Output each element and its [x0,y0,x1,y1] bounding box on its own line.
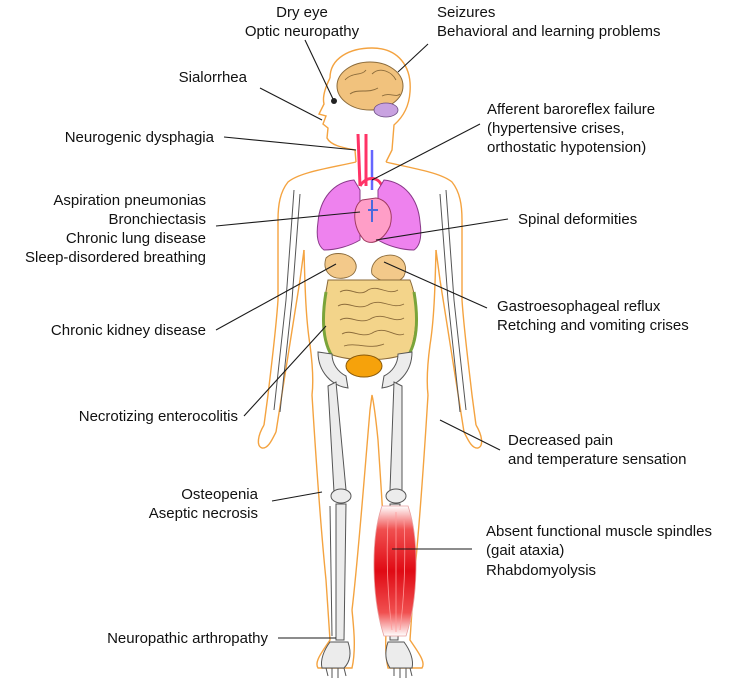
label-arthropathy: Neuropathic arthropathy [107,630,268,647]
stomach [371,254,406,283]
label-dry-eye: Dry eye [276,4,328,21]
label-seizures: Seizures [437,4,495,21]
label-gastro: Gastroesophageal reflux [497,298,661,315]
callout-lines [215,39,509,639]
label-chronic-lung: Chronic lung disease [66,230,206,247]
label-osteopenia: Osteopenia [181,486,258,503]
brain [331,61,404,118]
label-sialorrhea: Sialorrhea [179,69,248,86]
label-aspiration: Aspiration pneumonias [53,192,206,209]
annotation-labels: Dry eye Optic neuropathy Seizures Behavi… [25,4,712,647]
label-orthostatic: orthostatic hypotension) [487,139,646,156]
label-behavioral: Behavioral and learning problems [437,23,660,40]
label-bronchiectasis: Bronchiectasis [108,211,206,228]
label-necrotizing: Necrotizing enterocolitis [79,408,238,425]
label-aseptic: Aseptic necrosis [149,505,258,522]
label-sleep: Sleep-disordered breathing [25,249,206,266]
blood-vessels [356,133,384,190]
label-retching: Retching and vomiting crises [497,317,689,334]
label-dysphagia: Neurogenic dysphagia [65,129,215,146]
label-optic-neuropathy: Optic neuropathy [245,23,360,40]
label-spinal: Spinal deformities [518,211,637,228]
label-hypertensive: (hypertensive crises, [487,120,625,137]
calf-muscle [373,505,417,637]
label-afferent: Afferent baroreflex failure [487,101,655,118]
bladder [345,354,383,378]
heart [354,197,392,243]
liver [324,253,357,279]
label-gait: (gait ataxia) [486,542,564,559]
label-decreased-pain: Decreased pain [508,432,613,449]
label-temperature: and temperature sensation [508,451,686,468]
intestines [322,279,418,361]
eye-icon [331,98,337,104]
skeleton [273,189,467,678]
lungs [316,179,422,251]
label-spindles: Absent functional muscle spindles [486,523,712,540]
label-kidney: Chronic kidney disease [51,322,206,339]
label-rhabdo: Rhabdomyolysis [486,562,596,579]
